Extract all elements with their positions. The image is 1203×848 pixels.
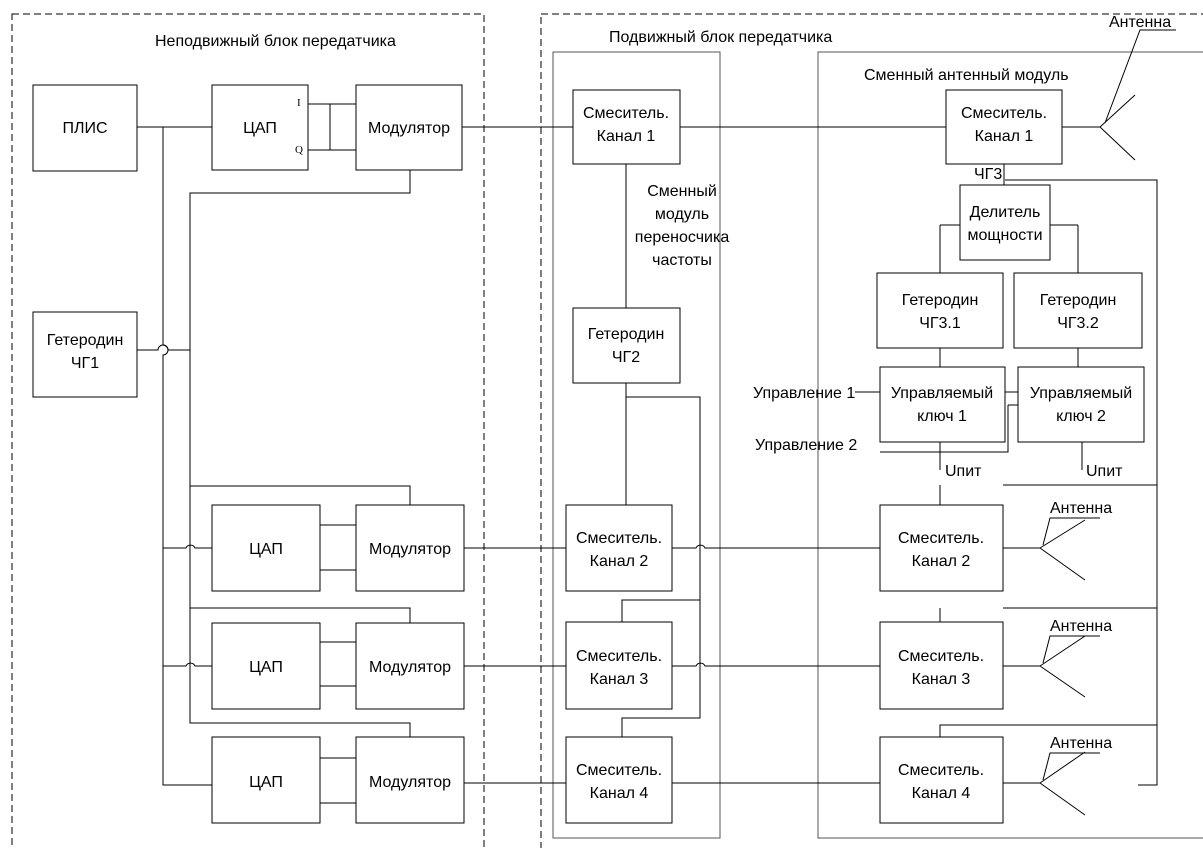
divider-block: Делитель мощности xyxy=(959,184,1051,261)
lo32-label-2: ЧГ3.2 xyxy=(1057,315,1099,332)
freq-module-title-3: переносчика xyxy=(635,229,730,246)
plis-label: ПЛИС xyxy=(62,120,107,137)
mixer-mobile-3-label: Смеситель. xyxy=(576,648,662,665)
upit-2-label: Uпит xyxy=(1086,463,1123,480)
plis-block: ПЛИС xyxy=(32,84,138,172)
mobile-block-title: Подвижный блок передатчика xyxy=(609,29,832,46)
modulator-2-block: Модулятор xyxy=(355,504,465,592)
antenna-3-icon xyxy=(1039,635,1100,698)
freq-module-title-1: Сменный xyxy=(647,183,717,200)
lo31-label-2: ЧГ3.1 xyxy=(919,315,961,332)
antenna-3-label: Антенна xyxy=(1050,618,1112,635)
mixer-mobile-4-block: Смеситель. Канал 4 xyxy=(565,736,673,824)
key1-label-2: ключ 1 xyxy=(917,408,967,425)
mixer-ant-1-channel: Канал 1 xyxy=(975,128,1034,145)
dac-1-block: ЦАП I Q xyxy=(211,84,309,171)
lo31-block: Гетеродин ЧГ3.1 xyxy=(876,272,1004,349)
mixer-mobile-2-block: Смеситель. Канал 2 xyxy=(565,504,673,592)
lo1-label-2: ЧГ1 xyxy=(71,355,99,372)
freq-module-border xyxy=(552,51,721,839)
mixer-ant-3-block: Смеситель. Канал 3 xyxy=(879,621,1004,710)
control-2-label: Управление 2 xyxy=(755,437,857,454)
modulator-3-block: Модулятор xyxy=(355,622,465,710)
key2-label-1: Управляемый xyxy=(1030,385,1132,402)
mobile-block-border xyxy=(540,13,1203,848)
lo2-block: Гетеродин ЧГ2 xyxy=(572,307,681,384)
dac-1-label: ЦАП xyxy=(243,120,277,137)
wires xyxy=(137,103,1158,804)
mixer-ant-3-channel: Канал 3 xyxy=(912,671,971,688)
mixer-mobile-3-channel: Канал 3 xyxy=(590,671,649,688)
iq-i-label: I xyxy=(297,97,301,109)
upit-1-label: Uпит xyxy=(945,463,982,480)
lo1-block: Гетеродин ЧГ1 xyxy=(32,311,138,398)
dac-4-label: ЦАП xyxy=(249,774,283,791)
modulator-3-label: Модулятор xyxy=(369,659,451,676)
mixer-mobile-4-channel: Канал 4 xyxy=(590,785,649,802)
lo2-label-2: ЧГ2 xyxy=(612,349,640,366)
dac-2-block: ЦАП xyxy=(211,504,321,592)
mixer-ant-2-label: Смеситель. xyxy=(898,530,984,547)
lo1-label-1: Гетеродин xyxy=(47,332,124,349)
key1-label-1: Управляемый xyxy=(891,385,993,402)
antenna-4-label: Антенна xyxy=(1050,735,1112,752)
modulator-1-block: Модулятор xyxy=(355,84,463,171)
fixed-block-title: Неподвижный блок передатчика xyxy=(155,33,396,50)
key2-label-2: ключ 2 xyxy=(1056,408,1106,425)
modulator-1-label: Модулятор xyxy=(368,120,450,137)
freq-module-title-2: модуль xyxy=(655,206,709,223)
fixed-block-border xyxy=(11,13,485,848)
mixer-ant-4-channel: Канал 4 xyxy=(912,785,971,802)
control-1-label: Управление 1 xyxy=(753,385,855,402)
lo31-label-1: Гетеродин xyxy=(902,292,979,309)
mixer-ant-1-label: Смеситель. xyxy=(961,105,1047,122)
antenna-1-icon xyxy=(1099,29,1176,161)
dac-3-label: ЦАП xyxy=(249,659,283,676)
mixer-mobile-4-label: Смеситель. xyxy=(576,762,662,779)
mixer-ant-4-label: Смеситель. xyxy=(898,762,984,779)
divider-label-1: Делитель xyxy=(970,204,1041,221)
dac-2-label: ЦАП xyxy=(249,541,283,558)
antenna-4-icon xyxy=(1039,751,1100,816)
key2-block: Управляемый ключ 2 xyxy=(1017,366,1145,443)
mixer-ant-1-block: Смеситель. Канал 1 xyxy=(945,89,1063,165)
modulator-2-label: Модулятор xyxy=(369,541,451,558)
mixer-mobile-2-label: Смеситель. xyxy=(576,530,662,547)
antenna-module-border xyxy=(817,51,1203,839)
antenna-module-title: Сменный антенный модуль xyxy=(864,67,1069,84)
mixer-mobile-2-channel: Канал 2 xyxy=(590,553,649,570)
antenna-2-label: Антенна xyxy=(1050,500,1112,517)
modulator-4-label: Модулятор xyxy=(369,774,451,791)
lo2-label-1: Гетеродин xyxy=(588,326,665,343)
mixer-mobile-1-label: Смеситель. xyxy=(583,105,669,122)
mixer-ant-4-block: Смеситель. Канал 4 xyxy=(879,736,1004,824)
lo32-block: Гетеродин ЧГ3.2 xyxy=(1013,272,1143,349)
mixer-mobile-1-channel: Канал 1 xyxy=(597,128,656,145)
dac-4-block: ЦАП xyxy=(211,736,321,824)
divider-label-2: мощности xyxy=(967,227,1042,244)
mixer-mobile-3-block: Смеситель. Канал 3 xyxy=(565,621,673,710)
freq-module-title-4: частоты xyxy=(652,252,712,269)
mixer-mobile-1-block: Смеситель. Канал 1 xyxy=(572,89,681,165)
antenna-1-label: Антенна xyxy=(1109,14,1171,31)
antenna-2-icon xyxy=(1039,517,1100,581)
iq-q-label: Q xyxy=(295,144,303,156)
mixer-ant-3-label: Смеситель. xyxy=(898,648,984,665)
mixer-ant-2-channel: Канал 2 xyxy=(912,553,971,570)
key1-block: Управляемый ключ 1 xyxy=(879,366,1006,443)
chg3-label: ЧГ3 xyxy=(974,166,1002,183)
dac-3-block: ЦАП xyxy=(211,622,321,710)
lo32-label-1: Гетеродин xyxy=(1040,292,1117,309)
mixer-ant-2-block: Смеситель. Канал 2 xyxy=(879,504,1004,592)
modulator-4-block: Модулятор xyxy=(355,736,465,824)
